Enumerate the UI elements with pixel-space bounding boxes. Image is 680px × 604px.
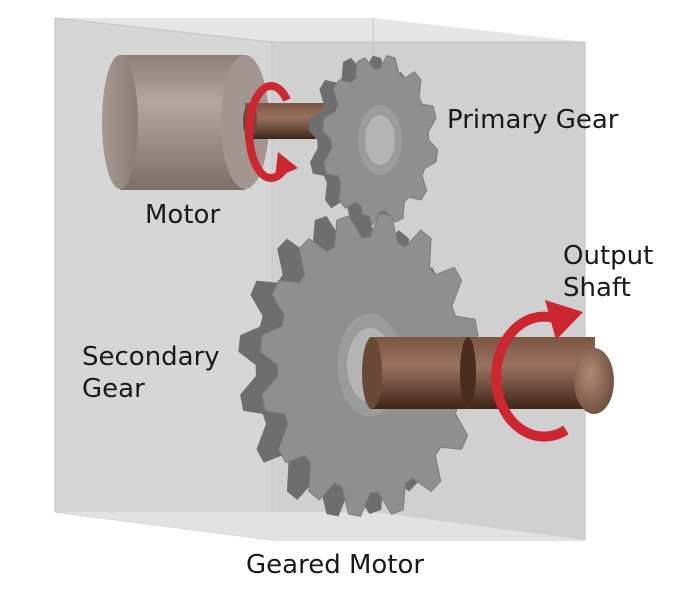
output-shaft-root [362,337,382,409]
primary-gear [308,55,439,225]
primary-gear-label: Primary Gear [447,105,619,135]
output-shaft-label: Output Shaft [563,240,653,304]
output-shaft-label-line1: Output [563,241,654,271]
output-rotation-arc [491,311,569,442]
housing-top-face [55,18,585,42]
primary-gear-hub [363,113,397,167]
motor-rotation-arc [245,82,291,182]
output-shaft-label-line2: Shaft [563,273,631,303]
output-rotation-arrowhead [545,300,583,340]
motor-back-cap [102,55,138,189]
output-shaft-end [574,348,614,414]
motor-label: Motor [145,200,221,230]
output-rotation-arrow [491,300,583,442]
motor-rotation-arrow [245,82,298,182]
secondary-gear-label: Secondary Gear [82,341,220,405]
secondary-gear-label-line1: Secondary [82,342,220,372]
housing-bottom-face [55,512,585,540]
output-shaft-collar [460,337,476,409]
diagram-title: Geared Motor [246,550,425,580]
secondary-gear-label-line2: Gear [82,374,145,404]
output-shaft-body [370,337,595,409]
output-shaft [362,337,614,414]
motor-rotation-arrowhead [275,152,298,178]
